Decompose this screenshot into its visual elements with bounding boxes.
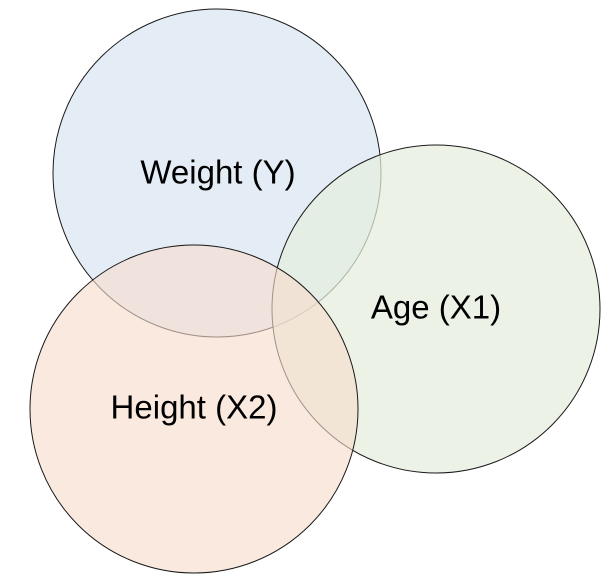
weight-label: Weight (Y) (140, 154, 295, 191)
height-label: Height (X2) (111, 389, 278, 426)
height-circle (29, 244, 359, 574)
age-label: Age (X1) (371, 289, 501, 326)
